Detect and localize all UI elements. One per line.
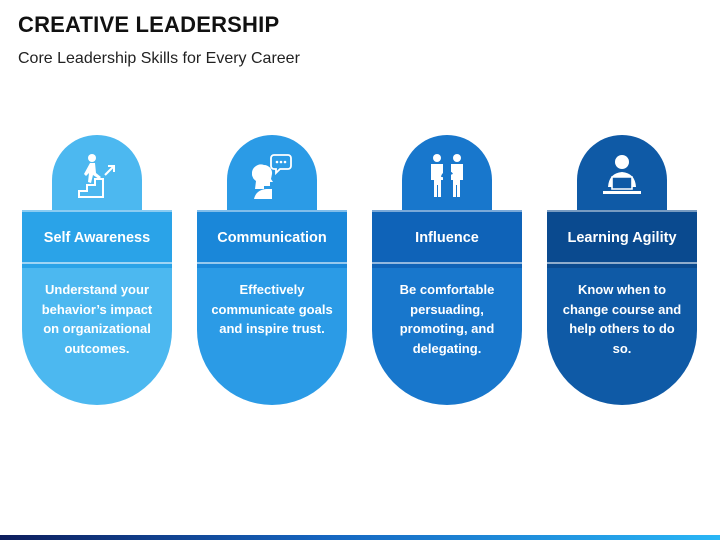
card-body: Understand your behavior’s impact on org… <box>22 268 172 405</box>
card-description: Effectively communicate goals and inspir… <box>211 282 333 336</box>
person-at-laptop-icon <box>603 155 641 194</box>
card-heading: Influence <box>415 230 479 246</box>
card-description: Be comfortable persuading, promoting, an… <box>399 282 495 356</box>
speech-bubble-person-icon <box>252 154 292 199</box>
band-divider <box>547 262 697 264</box>
page-subtitle: Core Leadership Skills for Every Career <box>18 50 300 67</box>
card-learning-agility: Learning Agility Know when to change cou… <box>547 135 697 405</box>
card-heading: Learning Agility <box>567 230 677 246</box>
card-body: Know when to change course and help othe… <box>547 268 697 405</box>
card-body: Be comfortable persuading, promoting, an… <box>372 268 522 405</box>
card-heading-band: Influence <box>372 210 522 270</box>
card-description: Know when to change course and help othe… <box>562 282 682 356</box>
card-description: Understand your behavior’s impact on org… <box>41 282 153 356</box>
card-communication: Communication Effectively communicate go… <box>197 135 347 405</box>
band-divider <box>22 262 172 264</box>
card-heading: Self Awareness <box>43 230 151 246</box>
card-influence: Influence Be comfortable persuading, pro… <box>372 135 522 405</box>
band-divider <box>372 262 522 264</box>
stairs-climb-icon <box>78 154 115 198</box>
card-self-awareness: Self Awareness Understand your behavior’… <box>22 135 172 405</box>
two-people-cycle-icon <box>431 154 463 197</box>
card-heading: Communication <box>217 230 327 246</box>
card-heading-band: Self Awareness <box>22 210 172 270</box>
card-heading-band: Communication <box>197 210 347 270</box>
card-heading-band: Learning Agility <box>547 210 697 270</box>
page-title: CREATIVE LEADERSHIP <box>18 12 280 37</box>
band-divider <box>197 262 347 264</box>
bottom-accent-bar <box>0 535 720 540</box>
card-body: Effectively communicate goals and inspir… <box>197 268 347 405</box>
